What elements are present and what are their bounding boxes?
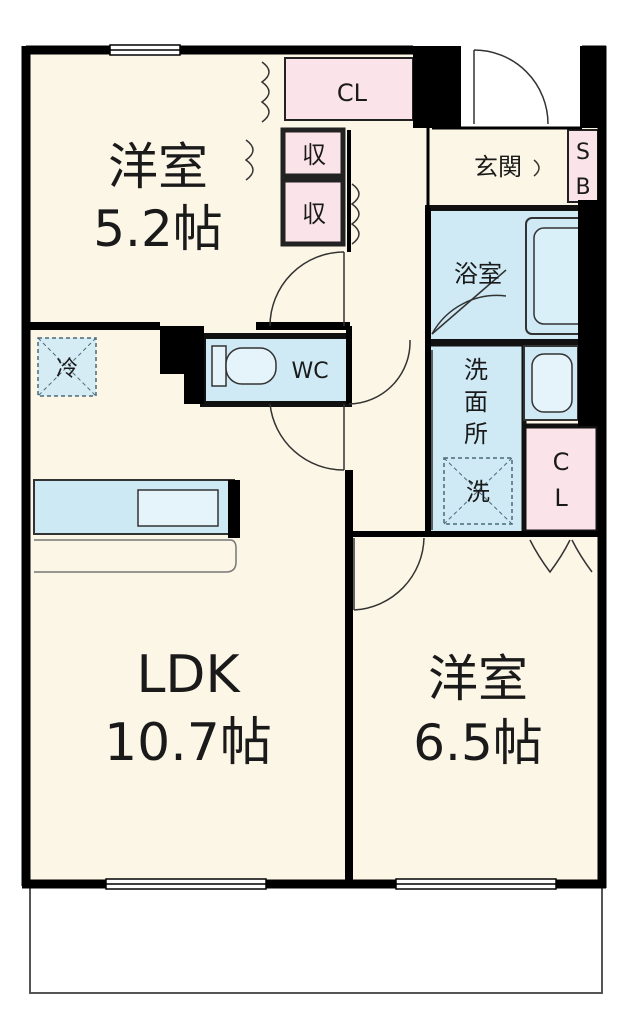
room-a-size: 5.2帖 xyxy=(93,200,223,258)
room-a-name: 洋室 xyxy=(108,138,208,196)
washroom-label-2: 面 xyxy=(464,388,488,416)
doors xyxy=(244,49,593,611)
closet-right-label-2: L xyxy=(554,484,568,512)
toilet-label: WC xyxy=(291,359,328,384)
ldk-name: LDK xyxy=(136,645,241,705)
entrance-label: 玄関 xyxy=(474,153,522,181)
toilet-tank xyxy=(211,345,227,387)
shoe-box-label-2: B xyxy=(575,175,590,200)
toilet-bowl xyxy=(225,347,277,385)
sink-basin xyxy=(531,353,573,413)
ldk-size: 10.7帖 xyxy=(104,713,272,773)
bathroom-label: 浴室 xyxy=(454,260,502,288)
kitchen-wall xyxy=(228,480,240,538)
washroom-label-3: 所 xyxy=(464,420,488,448)
closet-right xyxy=(521,423,601,535)
room-b-size: 6.5帖 xyxy=(413,714,543,772)
closet-top xyxy=(284,57,414,121)
washer-diag-1 xyxy=(443,457,513,525)
washroom-label-1: 洗 xyxy=(464,356,488,384)
washer-label: 洗 xyxy=(466,478,490,506)
closet-top-label: CL xyxy=(337,79,368,107)
fridge-label: 冷 xyxy=(56,357,78,382)
balcony xyxy=(29,886,603,994)
fridge-space xyxy=(37,337,97,397)
closet-right-label-1: C xyxy=(553,448,570,476)
storage-2-label: 収 xyxy=(302,200,326,228)
room-b-name: 洋室 xyxy=(428,650,528,708)
storage-2 xyxy=(280,177,346,247)
kitchen-sink xyxy=(137,489,219,527)
storage-1-label: 収 xyxy=(302,141,326,169)
counter-outline xyxy=(34,539,237,573)
washer-space xyxy=(443,457,513,525)
shoe-box-label-1: S xyxy=(576,140,590,165)
windows xyxy=(105,44,557,890)
washer-diag-2 xyxy=(443,457,513,525)
storage-1 xyxy=(280,127,346,179)
